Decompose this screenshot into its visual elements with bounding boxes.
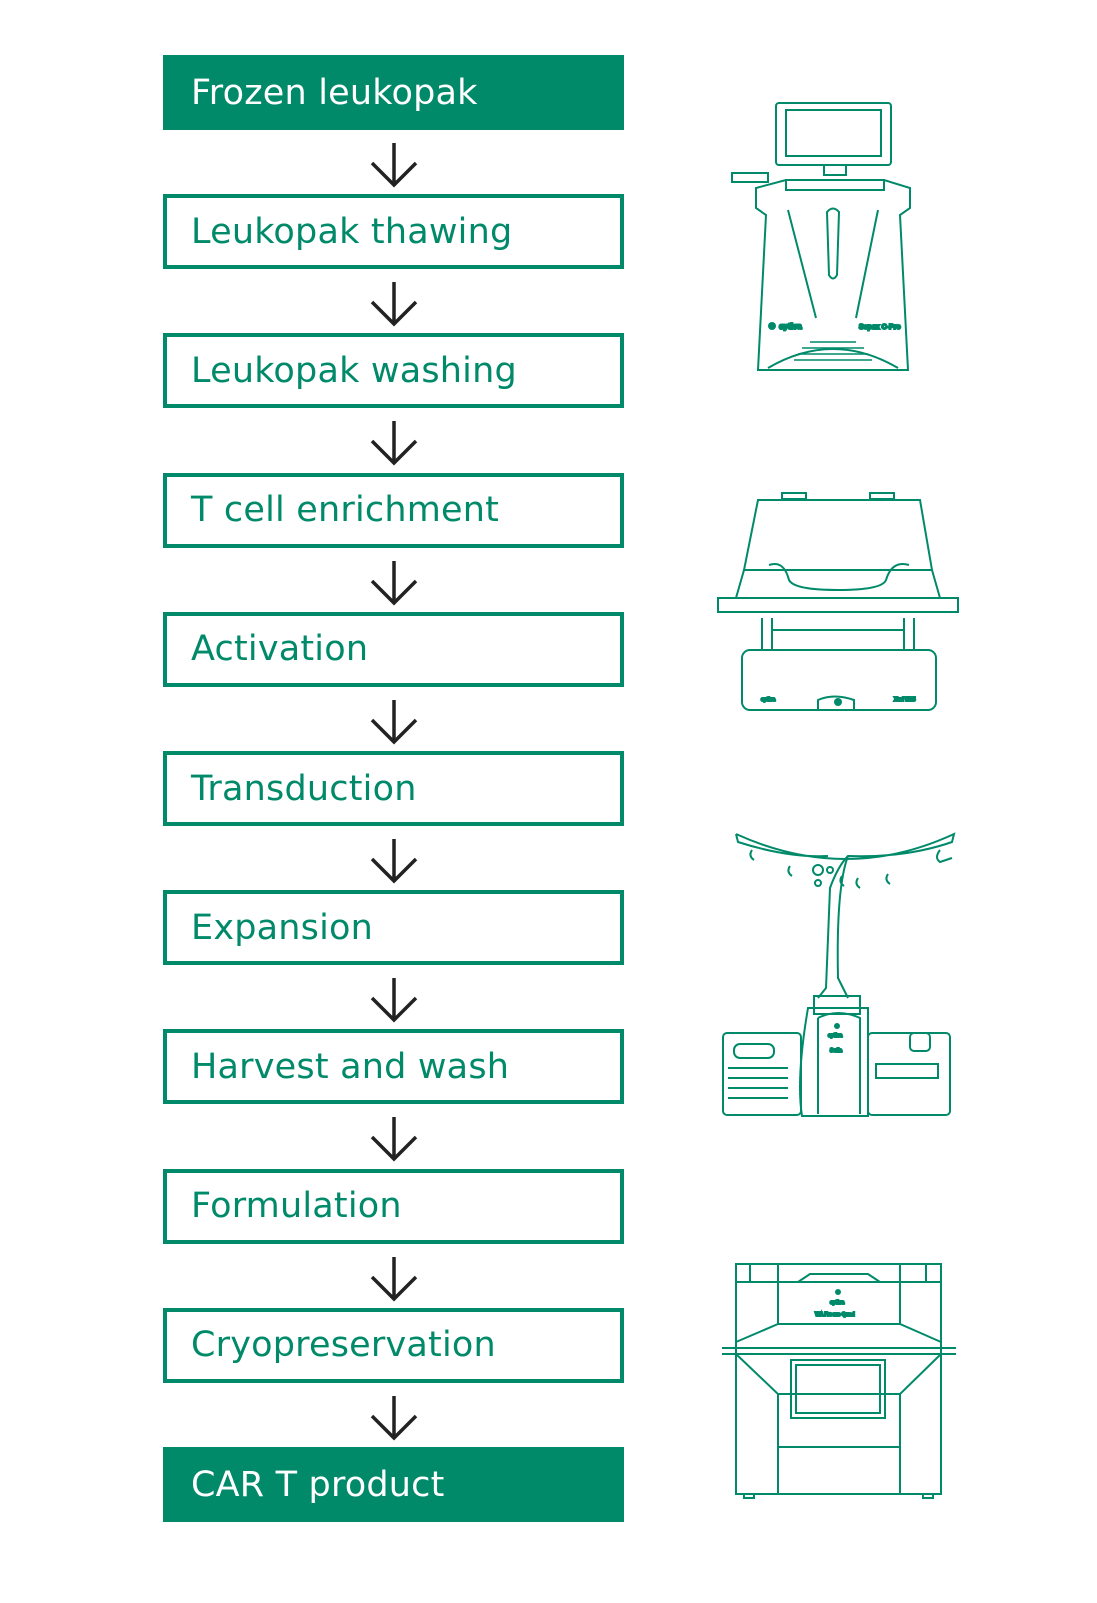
step-box: Leukopak washing: [163, 333, 624, 409]
sefia-device-illustration: cytiva Sefia: [718, 828, 958, 1127]
step-box: T cell enrichment: [163, 472, 624, 548]
step-label: T cell enrichment: [191, 490, 500, 531]
step-label: Expansion: [191, 907, 374, 948]
xuri-model-label: Xuri W25: [894, 697, 916, 703]
sefia-brand-label: cytiva: [828, 1033, 842, 1039]
step-box: Expansion: [163, 890, 624, 966]
step-box: Leukopak thawing: [163, 194, 624, 270]
step-box: CAR T product: [163, 1447, 624, 1522]
down-arrow-icon: [368, 141, 420, 189]
step-label: Harvest and wash: [191, 1046, 510, 1087]
step-label: Formulation: [191, 1186, 402, 1227]
down-arrow-icon: [368, 280, 420, 328]
step-label: CAR T product: [191, 1464, 445, 1505]
down-arrow-icon: [368, 559, 420, 607]
step-label: Transduction: [191, 768, 417, 809]
down-arrow-icon: [368, 698, 420, 746]
xuri-w25-device-illustration: cytiva Xuri W25: [714, 490, 964, 719]
sepax-c-pro-device-illustration: cytiva Sepax C-Pro: [728, 100, 928, 379]
via-model-label: VIA Freeze Quad: [815, 1312, 855, 1318]
step-label: Frozen leukopak: [191, 72, 478, 113]
sepax-brand-label: cytiva: [779, 322, 802, 331]
down-arrow-icon: [368, 976, 420, 1024]
via-brand-label: cytiva: [830, 1300, 844, 1306]
step-box: Harvest and wash: [163, 1029, 624, 1105]
step-box: Formulation: [163, 1168, 624, 1244]
down-arrow-icon: [368, 1255, 420, 1303]
sepax-model-label: Sepax C-Pro: [859, 324, 901, 331]
down-arrow-icon: [368, 1115, 420, 1163]
step-box: Frozen leukopak: [163, 55, 624, 130]
step-box: Cryopreservation: [163, 1307, 624, 1383]
down-arrow-icon: [368, 419, 420, 467]
via-freeze-quad-device-illustration: cytiva VIA Freeze Quad: [718, 1262, 963, 1506]
step-label: Cryopreservation: [191, 1325, 496, 1366]
step-box: Transduction: [163, 751, 624, 826]
step-label: Leukopak thawing: [191, 211, 513, 252]
down-arrow-icon: [368, 837, 420, 885]
sefia-model-label: Sefia: [830, 1048, 842, 1054]
xuri-brand-label: cytiva: [761, 697, 775, 703]
down-arrow-icon: [368, 1394, 420, 1442]
step-box: Activation: [163, 611, 624, 687]
step-label: Activation: [191, 629, 369, 670]
step-label: Leukopak washing: [191, 350, 517, 391]
